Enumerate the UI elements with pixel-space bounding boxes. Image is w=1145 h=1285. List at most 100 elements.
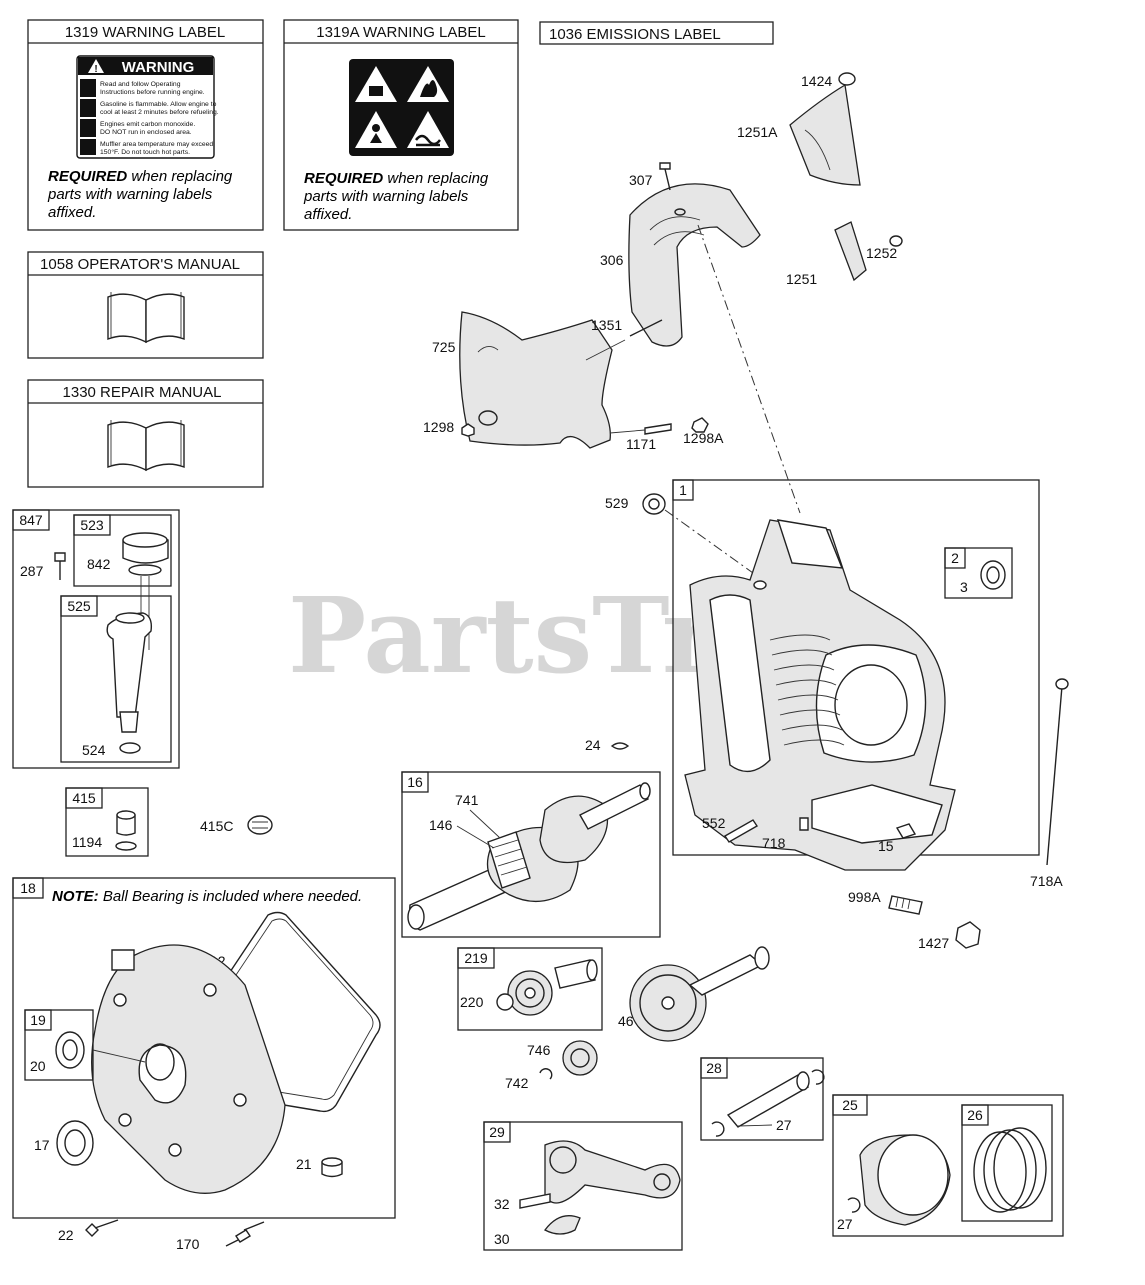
- part-220[interactable]: 220: [460, 994, 484, 1010]
- part-1298a-nut[interactable]: 1298A: [683, 417, 724, 446]
- part-22-bolt[interactable]: 22: [58, 1219, 119, 1243]
- part-24-key[interactable]: 24: [585, 737, 630, 753]
- part-27b[interactable]: 27: [837, 1216, 853, 1232]
- part-170[interactable]: 170: [176, 1236, 200, 1252]
- part-1171-stud[interactable]: 1171: [609, 423, 672, 452]
- part-21[interactable]: 21: [296, 1156, 312, 1172]
- fire-icon: [420, 80, 438, 97]
- part-1171[interactable]: 1171: [626, 436, 656, 452]
- part-746-gear[interactable]: 746: [527, 1040, 598, 1076]
- box-523-tag: 523: [80, 517, 104, 533]
- part-998A[interactable]: 998A: [848, 889, 881, 905]
- part-32[interactable]: 32: [494, 1196, 510, 1212]
- box-28-piston-pin[interactable]: 28 27: [700, 1057, 825, 1141]
- part-718a-dowel[interactable]: 718A: [1030, 678, 1069, 889]
- label-box-1319[interactable]: 1319 WARNING LABEL ! WARNING Read and fo…: [27, 19, 264, 231]
- label-box-1036-title: 1036 EMISSIONS LABEL: [549, 26, 721, 43]
- box-29-connecting-rod[interactable]: 29 32 30: [483, 1121, 683, 1251]
- part-1251A[interactable]: 1251A: [737, 124, 778, 140]
- label-1319a-note-line2: parts with warning labels: [303, 188, 469, 205]
- part-552[interactable]: 552: [702, 815, 726, 831]
- part-415C[interactable]: 415C: [200, 818, 233, 834]
- part-307[interactable]: 307: [629, 172, 653, 188]
- box-525-tag: 525: [67, 598, 91, 614]
- label-box-1330[interactable]: 1330 REPAIR MANUAL: [27, 379, 264, 488]
- box-25-piston[interactable]: 25 27 26: [832, 1094, 1064, 1237]
- warning-line-2: Instructions before running engine.: [100, 89, 205, 96]
- part-1298A[interactable]: 1298A: [683, 430, 724, 446]
- box-1-cylinder-block[interactable]: 1 2 3 552 718 15: [672, 479, 1040, 871]
- part-1298-nut[interactable]: 1298: [423, 419, 475, 437]
- warning-line-7: Muffler area temperature may exceed: [100, 141, 213, 148]
- part-307-screw[interactable]: 307: [629, 162, 671, 191]
- part-170-stud[interactable]: 170: [176, 1221, 265, 1252]
- part-415c-plug[interactable]: 415C: [200, 815, 273, 835]
- part-718[interactable]: 718: [762, 835, 786, 851]
- part-1251a-guard[interactable]: 1424 1251A: [737, 72, 861, 186]
- hot-surface-icon: [415, 134, 441, 147]
- part-22[interactable]: 22: [58, 1227, 74, 1243]
- part-3[interactable]: 3: [960, 579, 968, 595]
- part-742[interactable]: 742: [505, 1075, 529, 1091]
- part-1424[interactable]: 1424: [801, 73, 832, 89]
- box-219-governor-gear[interactable]: 219 220: [457, 947, 603, 1031]
- box-415-oil-fill-plug[interactable]: 415 1194: [65, 787, 149, 857]
- box-18-crankcase-cover[interactable]: 18 NOTE: Ball Bearing is included where …: [12, 877, 396, 1219]
- part-1351-stud[interactable]: 1351: [585, 317, 663, 361]
- part-287[interactable]: 287: [20, 563, 44, 579]
- part-1351[interactable]: 1351: [591, 317, 622, 333]
- box-29-tag: 29: [489, 1124, 505, 1140]
- svg-text:!: !: [94, 64, 97, 75]
- label-box-1319a[interactable]: 1319A WARNING LABEL REQUIRED when replac…: [283, 19, 519, 231]
- part-27a[interactable]: 27: [776, 1117, 792, 1133]
- label-box-1330-title: 1330 REPAIR MANUAL: [63, 384, 222, 401]
- part-306-shroud[interactable]: 306: [600, 183, 761, 347]
- label-1319a-note-line3: affixed.: [304, 206, 352, 223]
- label-box-1036[interactable]: 1036 EMISSIONS LABEL: [539, 21, 774, 45]
- part-725-shroud[interactable]: 725: [432, 311, 613, 449]
- part-306[interactable]: 306: [600, 252, 624, 268]
- part-1427[interactable]: 1427: [918, 935, 949, 951]
- label-box-1319-title: 1319 WARNING LABEL: [65, 24, 225, 41]
- part-529-seal[interactable]: 529: [605, 493, 666, 515]
- part-1427-nut[interactable]: 1427: [918, 921, 981, 951]
- part-1194[interactable]: 1194: [72, 834, 102, 850]
- part-24[interactable]: 24: [585, 737, 601, 753]
- part-15[interactable]: 15: [878, 838, 894, 854]
- part-20[interactable]: 20: [30, 1058, 46, 1074]
- part-1251[interactable]: 1251: [786, 271, 817, 287]
- part-1251-bracket[interactable]: 1252 1251: [786, 221, 903, 287]
- part-842[interactable]: 842: [87, 556, 111, 572]
- part-746[interactable]: 746: [527, 1042, 551, 1058]
- part-998a-stud[interactable]: 998A: [848, 889, 923, 915]
- box-219-tag: 219: [464, 950, 488, 966]
- part-46[interactable]: 46: [618, 1013, 634, 1029]
- warning-line-6: DO NOT run in enclosed area.: [100, 129, 192, 136]
- box-16-crankshaft[interactable]: 16 741 146: [401, 771, 661, 938]
- box-2-tag: 2: [951, 550, 959, 566]
- box-847-dipstick-assembly[interactable]: 847 523 525 287 842 524: [12, 509, 180, 769]
- part-146[interactable]: 146: [429, 817, 453, 833]
- part-1252[interactable]: 1252: [866, 245, 897, 261]
- part-718A[interactable]: 718A: [1030, 873, 1063, 889]
- warning-line-3: Gasoline is flammable. Allow engine to: [100, 101, 217, 108]
- label-box-1058[interactable]: 1058 OPERATOR'S MANUAL: [27, 251, 264, 359]
- part-524[interactable]: 524: [82, 742, 106, 758]
- box-19-tag: 19: [30, 1012, 46, 1028]
- part-1298[interactable]: 1298: [423, 419, 454, 435]
- part-46-camshaft[interactable]: 46: [618, 946, 770, 1042]
- warning-line-5: Engines emit carbon monoxide.: [100, 121, 195, 128]
- part-30[interactable]: 30: [494, 1231, 510, 1247]
- part-741[interactable]: 741: [455, 792, 479, 808]
- part-529[interactable]: 529: [605, 495, 629, 511]
- part-725[interactable]: 725: [432, 339, 456, 355]
- box-16-tag: 16: [407, 774, 423, 790]
- warning-line-1: Read and follow Operating: [100, 81, 181, 88]
- part-17[interactable]: 17: [34, 1137, 50, 1153]
- box-28-tag: 28: [706, 1060, 722, 1076]
- box-415-tag: 415: [72, 790, 96, 806]
- book-icon: [107, 420, 185, 472]
- part-742-clip[interactable]: 742: [505, 1068, 553, 1091]
